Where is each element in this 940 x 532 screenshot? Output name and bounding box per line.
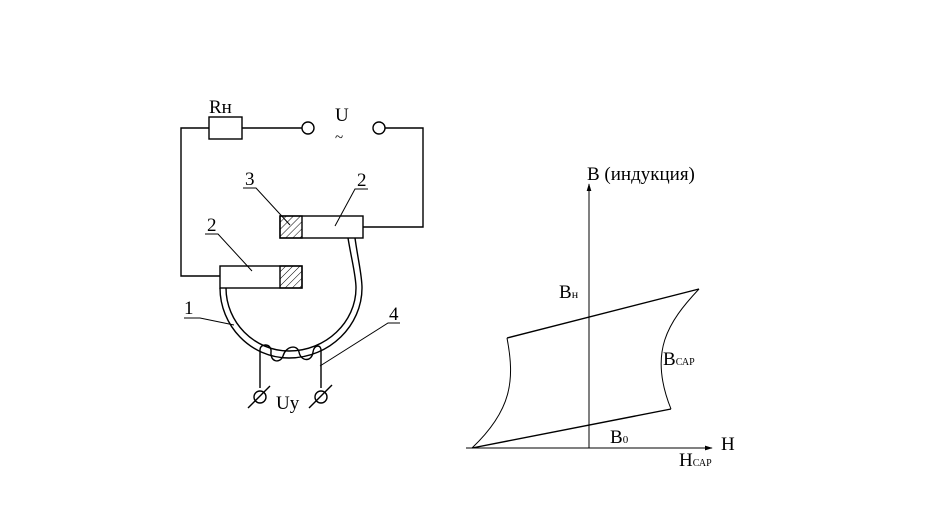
hysteresis-loop-right-curve — [660, 288, 700, 410]
hysteresis-loop-lower — [471, 408, 672, 449]
terminal-right — [372, 121, 386, 135]
callout-leader-2-upper — [334, 188, 368, 227]
callout-leader-3 — [243, 187, 291, 226]
resistor-label: Rн — [209, 97, 232, 118]
callout-3: 3 — [245, 169, 255, 190]
circuit-schematic: Rн U ~ Uy 1 2 2 3 4 — [180, 97, 424, 414]
callout-leader-4 — [319, 322, 400, 367]
control-voltage-label: Uy — [276, 393, 300, 414]
callout-1: 1 — [184, 298, 194, 319]
core-block-upper-hatched — [279, 215, 303, 239]
callout-4: 4 — [389, 304, 399, 325]
hysteresis-loop-left-curve — [471, 337, 512, 449]
source-voltage-label: U — [335, 105, 349, 126]
wire-right — [363, 127, 424, 228]
control-terminal-right-slash — [308, 384, 333, 409]
hysteresis-graph: B (индукция) H Bн BСАР B0 HСАР — [466, 164, 735, 471]
h-sat-label: HСАР — [679, 450, 712, 471]
callout-leader-1 — [184, 317, 235, 326]
magnetic-wire-outer — [219, 237, 363, 359]
control-terminal-left — [253, 390, 267, 404]
ac-symbol: ~ — [335, 130, 343, 146]
b-axis-label: B (индукция) — [587, 164, 695, 185]
load-resistor — [208, 116, 243, 140]
callout-leader-2-lower — [205, 233, 253, 272]
callout-2-lower: 2 — [207, 215, 217, 236]
hysteresis-loop-upper — [506, 288, 700, 339]
control-terminal-right — [314, 390, 328, 404]
b-sat-label: BСАР — [663, 349, 695, 370]
h-axis-label: H — [721, 434, 735, 455]
control-coil — [259, 344, 322, 388]
b-h-label: Bн — [559, 282, 579, 303]
magnetic-wire-inner — [225, 237, 357, 352]
callout-2-upper: 2 — [357, 170, 367, 191]
control-terminal-left-slash — [247, 385, 271, 409]
b0-label: B0 — [610, 427, 629, 448]
core-block-lower-hatched — [279, 265, 303, 289]
terminal-left — [301, 121, 315, 135]
wire-left — [180, 127, 220, 277]
